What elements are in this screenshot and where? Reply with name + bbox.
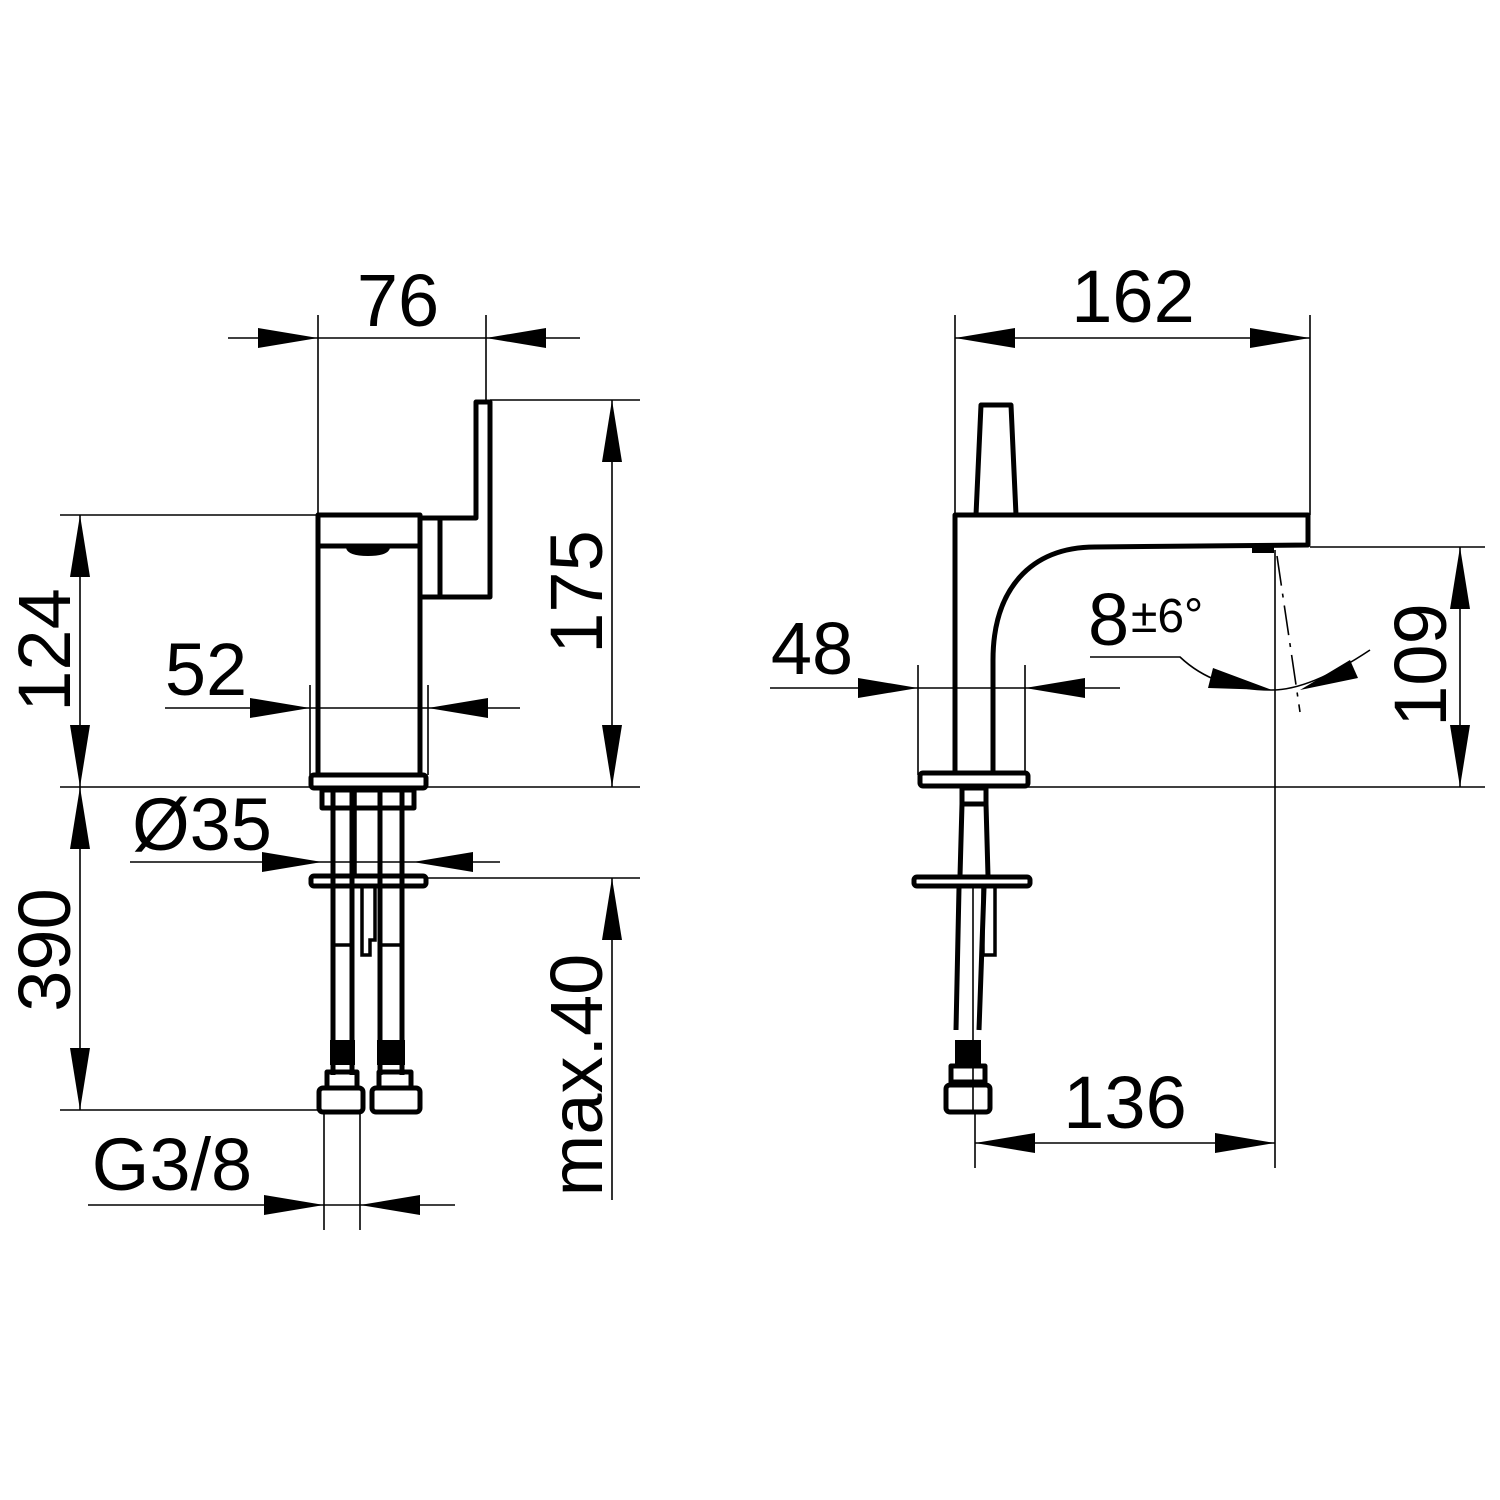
dim-shank-diameter: Ø35 (132, 783, 272, 866)
dim-max-deck: max.40 (535, 954, 618, 1197)
hose-nut-left (316, 1085, 366, 1115)
arrow-icon (360, 1195, 420, 1215)
supply-hoses (330, 790, 405, 1075)
dim-connection-thread: G3/8 (92, 1123, 252, 1206)
threaded-rod-side (981, 888, 997, 957)
arrow-icon (1450, 547, 1470, 609)
arrow-icon (486, 328, 546, 348)
arrow-icon (602, 878, 622, 940)
hose-nut-right (369, 1085, 423, 1115)
dim-body-width: 52 (165, 628, 247, 711)
dim-height-total: 175 (535, 530, 618, 653)
arrow-icon (858, 678, 918, 698)
arrow-icon (264, 1195, 324, 1215)
front-view (308, 399, 493, 1115)
shank-top (319, 787, 417, 811)
arrow-icon (1300, 660, 1358, 690)
arrow-icon (70, 1048, 90, 1110)
arrow-icon (70, 515, 90, 577)
mounting-washer-side (911, 874, 1033, 889)
hose-side (953, 887, 987, 1031)
dim-height-body: 124 (3, 588, 86, 711)
dim-spout-projection: 136 (1063, 1061, 1186, 1144)
arrow-icon (1215, 1133, 1275, 1153)
arrow-icon (250, 698, 310, 718)
arrow-icon (602, 400, 622, 462)
arrow-icon (428, 698, 488, 718)
threaded-rod (360, 886, 377, 957)
arrow-icon (1250, 328, 1310, 348)
dim-angle-tolerance: ±6° (1131, 590, 1203, 643)
arrow-icon (1208, 668, 1272, 690)
dim-hose-length: 390 (3, 888, 86, 1011)
base-plate-side (917, 770, 1031, 789)
dim-body-depth: 48 (771, 607, 853, 690)
arrow-icon (413, 852, 473, 872)
arrow-icon (1450, 725, 1470, 787)
arrow-icon (975, 1133, 1035, 1153)
arrow-icon (1025, 678, 1085, 698)
base-plate (308, 772, 429, 791)
lever-handle (437, 399, 493, 600)
spout-body (952, 512, 1311, 775)
aerator-outlet (346, 548, 390, 556)
arrow-icon (602, 725, 622, 787)
hose-nut-side (943, 1082, 993, 1115)
arrow-icon (70, 725, 90, 787)
dim-angle-value: 8 (1088, 578, 1129, 661)
arrow-icon (70, 787, 90, 849)
shank-side (957, 803, 991, 877)
arrow-icon (955, 328, 1015, 348)
side-dimensions: 162 48 109 8 ±6° 136 (770, 255, 1485, 1168)
spout-tilt-axis (1276, 555, 1301, 713)
dim-total-depth: 162 (1071, 255, 1194, 338)
lever-knob (973, 402, 1019, 516)
lever-hub (417, 515, 443, 600)
dim-width-top: 76 (357, 259, 439, 342)
mounting-washer (308, 873, 429, 889)
side-view (911, 402, 1311, 1115)
dim-spout-clearance: 109 (1379, 603, 1462, 726)
aerator (1252, 546, 1274, 553)
arrow-icon (258, 328, 318, 348)
arrow-icon (262, 852, 322, 872)
front-dimensions: 76 175 124 52 Ø35 390 max. (3, 259, 640, 1230)
